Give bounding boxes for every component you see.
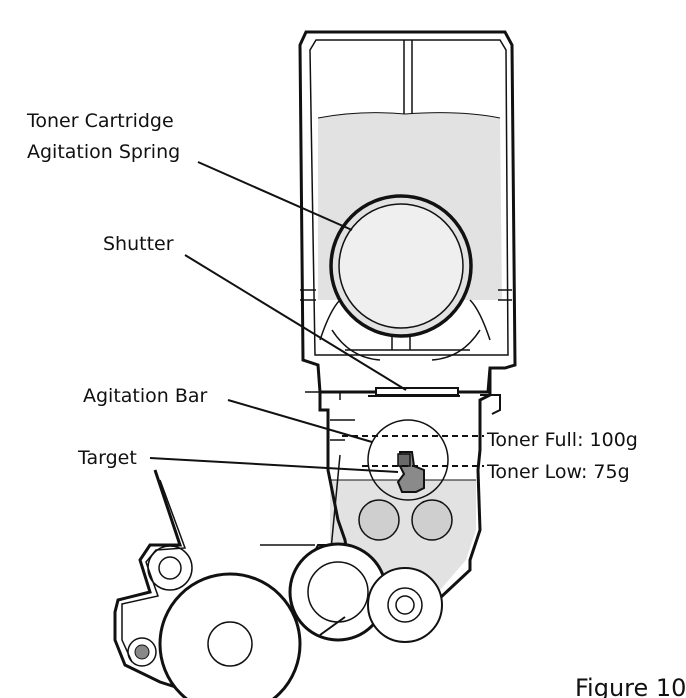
rollers <box>158 542 443 698</box>
toner-level-lines <box>342 435 484 467</box>
label-toner-full: Toner Full: 100g <box>486 429 638 451</box>
label-agitation-spring: Agitation Spring <box>27 141 180 163</box>
shutter <box>368 387 460 397</box>
leader-shutter <box>184 254 407 391</box>
agitation-spring <box>329 194 473 350</box>
figure-caption: Figure 10 <box>575 674 686 698</box>
leader-lines <box>149 161 407 473</box>
leader-agitation-bar <box>227 399 373 443</box>
label-toner-cartridge: Toner Cartridge <box>26 110 174 132</box>
label-toner-low: Toner Low: 75g <box>486 461 630 483</box>
label-target: Target <box>77 447 137 469</box>
label-agitation-bar: Agitation Bar <box>83 385 208 407</box>
leader-agitation-spring <box>197 161 353 231</box>
label-shutter: Shutter <box>103 233 174 255</box>
leader-target <box>149 457 399 473</box>
